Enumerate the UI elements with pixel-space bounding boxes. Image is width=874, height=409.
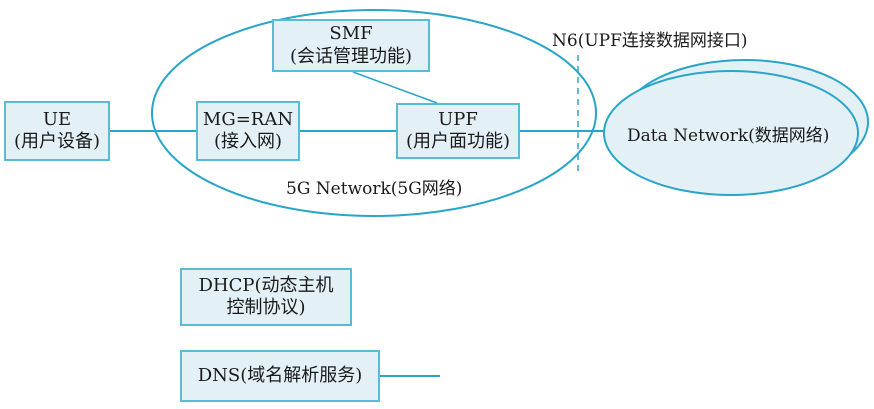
ran-label: MG=RAN <box>202 108 294 130</box>
upf-sublabel: (用户面功能) <box>405 131 511 152</box>
upf-node: UPF (用户面功能) <box>396 103 520 159</box>
dns-label: DNS(域名解析服务) <box>197 364 363 386</box>
data-network-ellipse <box>603 70 859 196</box>
dhcp-sublabel: 控制协议) <box>226 297 306 318</box>
upf-label: UPF <box>438 108 478 130</box>
data-network-label: Data Network(数据网络) <box>627 126 830 146</box>
smf-node: SMF (会话管理功能) <box>272 19 430 72</box>
smf-label: SMF <box>329 23 373 44</box>
dhcp-label: DHCP(动态主机 <box>198 274 334 296</box>
n6-interface-label: N6(UPF连接数据网接口) <box>552 31 748 51</box>
smf-upf-link <box>352 71 438 104</box>
ran-sublabel: (接入网) <box>213 131 283 152</box>
ue-sublabel: (用户设备) <box>13 131 101 152</box>
dns-node: DNS(域名解析服务) <box>180 350 380 402</box>
5g-network-boundary <box>151 9 597 217</box>
ran-node: MG=RAN (接入网) <box>196 101 300 161</box>
dhcp-node: DHCP(动态主机 控制协议) <box>180 268 352 326</box>
ue-label: UE <box>42 108 72 130</box>
5g-network-label: 5G Network(5G网络) <box>286 179 463 199</box>
ue-node: UE (用户设备) <box>4 101 110 161</box>
smf-sublabel: (会话管理功能) <box>289 45 413 67</box>
